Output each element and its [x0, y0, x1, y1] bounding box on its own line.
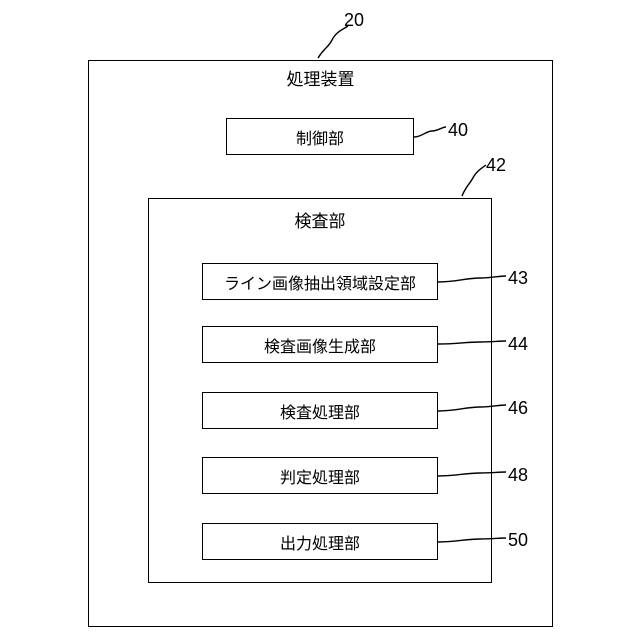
leader-line-42: [462, 165, 486, 196]
leader-line-20: [318, 26, 348, 58]
leader-line-40: [414, 127, 446, 137]
leader-line-43: [438, 276, 506, 282]
leader-line-48: [438, 472, 506, 476]
leader-line-44: [438, 341, 506, 344]
leader-line-50: [438, 538, 506, 542]
leader-line-46: [438, 405, 506, 411]
